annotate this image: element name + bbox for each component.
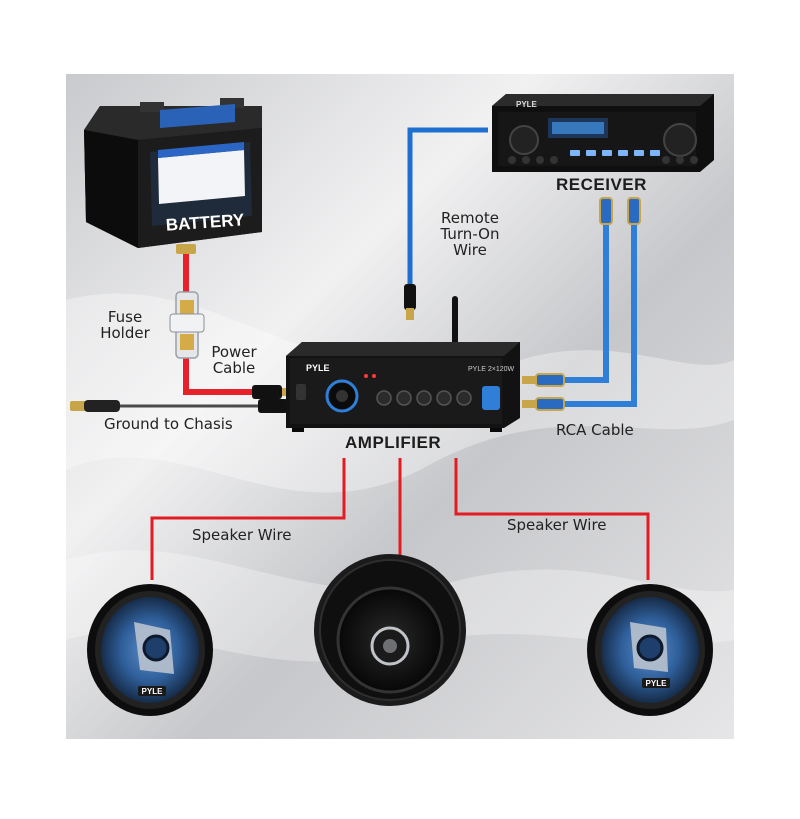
receiver-title: RECEIVER	[556, 175, 647, 194]
remote-turn-on-wire	[404, 127, 488, 320]
antenna	[452, 296, 458, 348]
speaker-left-brand: PYLE	[142, 687, 164, 696]
fuse-holder-label-line-2: Holder	[100, 324, 150, 342]
speaker-left: PYLE	[87, 584, 213, 716]
speaker-right-brand: PYLE	[646, 679, 668, 688]
remote-label-line-2: Turn-On	[440, 225, 500, 243]
remote-label-line-3: Wire	[453, 241, 487, 259]
ground-wire	[70, 399, 288, 413]
speaker-wires	[150, 458, 650, 580]
receiver-brand: PYLE	[516, 100, 538, 109]
fuse-holder-label: Fuse Holder	[94, 309, 156, 341]
amplifier-title: AMPLIFIER	[345, 433, 442, 452]
power-cable-label: Power Cable	[203, 344, 265, 376]
speaker-center	[314, 554, 466, 706]
battery: BATTERY	[84, 98, 262, 248]
fuse-holder-label-line-1: Fuse	[107, 308, 143, 326]
rca-cable	[522, 197, 641, 411]
remote-turn-on-label: Remote Turn-On Wire	[428, 210, 512, 258]
receiver: PYLE	[492, 94, 714, 172]
speaker-right: PYLE	[587, 584, 713, 716]
fuse-holder	[169, 291, 205, 359]
remote-label-line-1: Remote	[441, 209, 499, 227]
ground-label: Ground to Chasis	[104, 415, 233, 433]
amplifier-brand: PYLE	[306, 363, 330, 373]
amplifier-model: PYLE 2×120W	[468, 366, 515, 373]
speaker-wire-left-label: Speaker Wire	[192, 526, 292, 544]
power-cable-label-line-2: Cable	[212, 359, 256, 377]
speaker-wire-right-label: Speaker Wire	[507, 516, 607, 534]
amplifier: PYLE PYLE 2×120W	[286, 296, 520, 432]
power-cable-label-line-1: Power	[211, 343, 257, 361]
rca-cable-label: RCA Cable	[556, 421, 634, 439]
